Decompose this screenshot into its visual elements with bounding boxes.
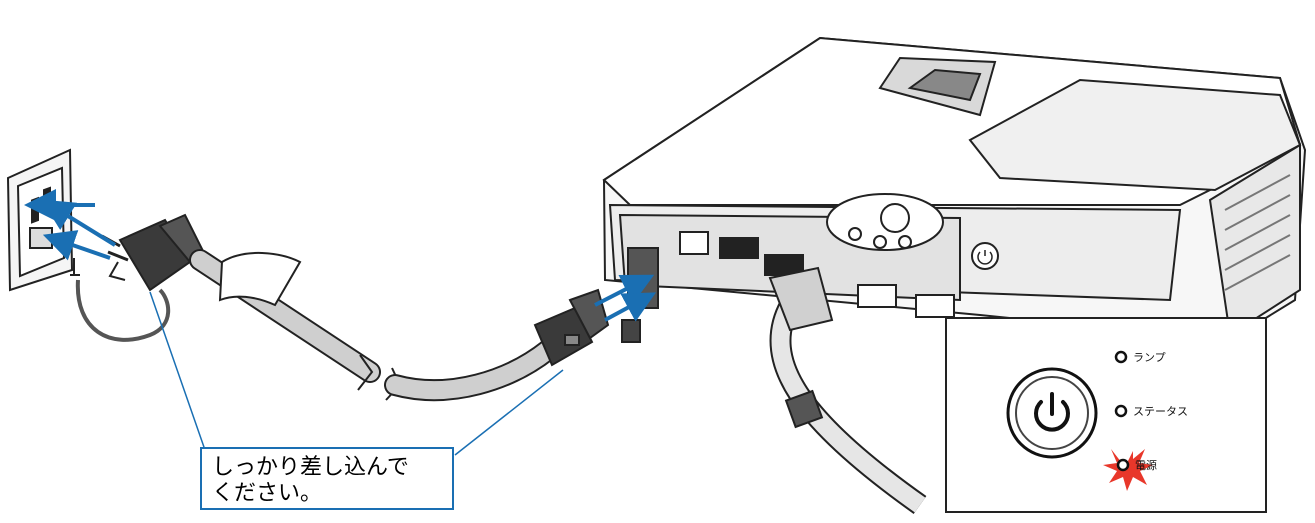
arrow-iec-2 bbox=[604, 292, 657, 322]
callout-leaders bbox=[149, 291, 564, 456]
power-plug bbox=[101, 213, 207, 292]
power-led-icon bbox=[1116, 458, 1130, 472]
insert-arrows bbox=[24, 189, 657, 322]
lamp-label: ランプ bbox=[1133, 351, 1166, 364]
arrow-plug-top bbox=[41, 199, 117, 247]
callout-line-1: しっかり差し込んで bbox=[212, 455, 409, 480]
status-label: ステータス bbox=[1133, 405, 1188, 418]
callout-instruction: しっかり差し込んで ください。 bbox=[200, 447, 454, 510]
indicator-inset: ランプ ステータス 電源 bbox=[945, 317, 1267, 513]
callout-line-2: ください。 bbox=[212, 481, 323, 506]
power-icon bbox=[1034, 392, 1070, 432]
wall-outlet bbox=[6, 148, 80, 292]
power-label: 電源 bbox=[1135, 459, 1157, 472]
indicator-inset-art bbox=[1006, 350, 1153, 491]
lamp-led-icon bbox=[1114, 350, 1128, 364]
arrow-iec bbox=[594, 274, 655, 307]
projector bbox=[602, 36, 1307, 343]
status-led-icon bbox=[1114, 404, 1128, 418]
vga-cable bbox=[768, 266, 927, 514]
arrow-plug-bottom bbox=[42, 230, 111, 261]
power-led-burst-icon bbox=[1103, 449, 1153, 491]
ground-wire bbox=[75, 279, 171, 342]
power-cable bbox=[189, 249, 559, 402]
